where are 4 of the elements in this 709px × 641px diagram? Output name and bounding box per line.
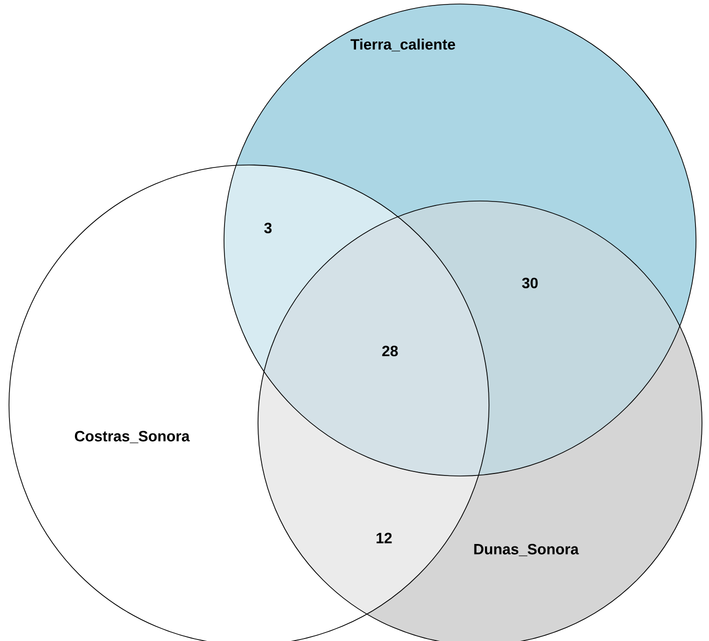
count-label: 28	[382, 346, 398, 356]
count-label: 3	[264, 222, 272, 234]
count-label: 12	[376, 532, 392, 544]
count-label: 30	[522, 278, 538, 288]
